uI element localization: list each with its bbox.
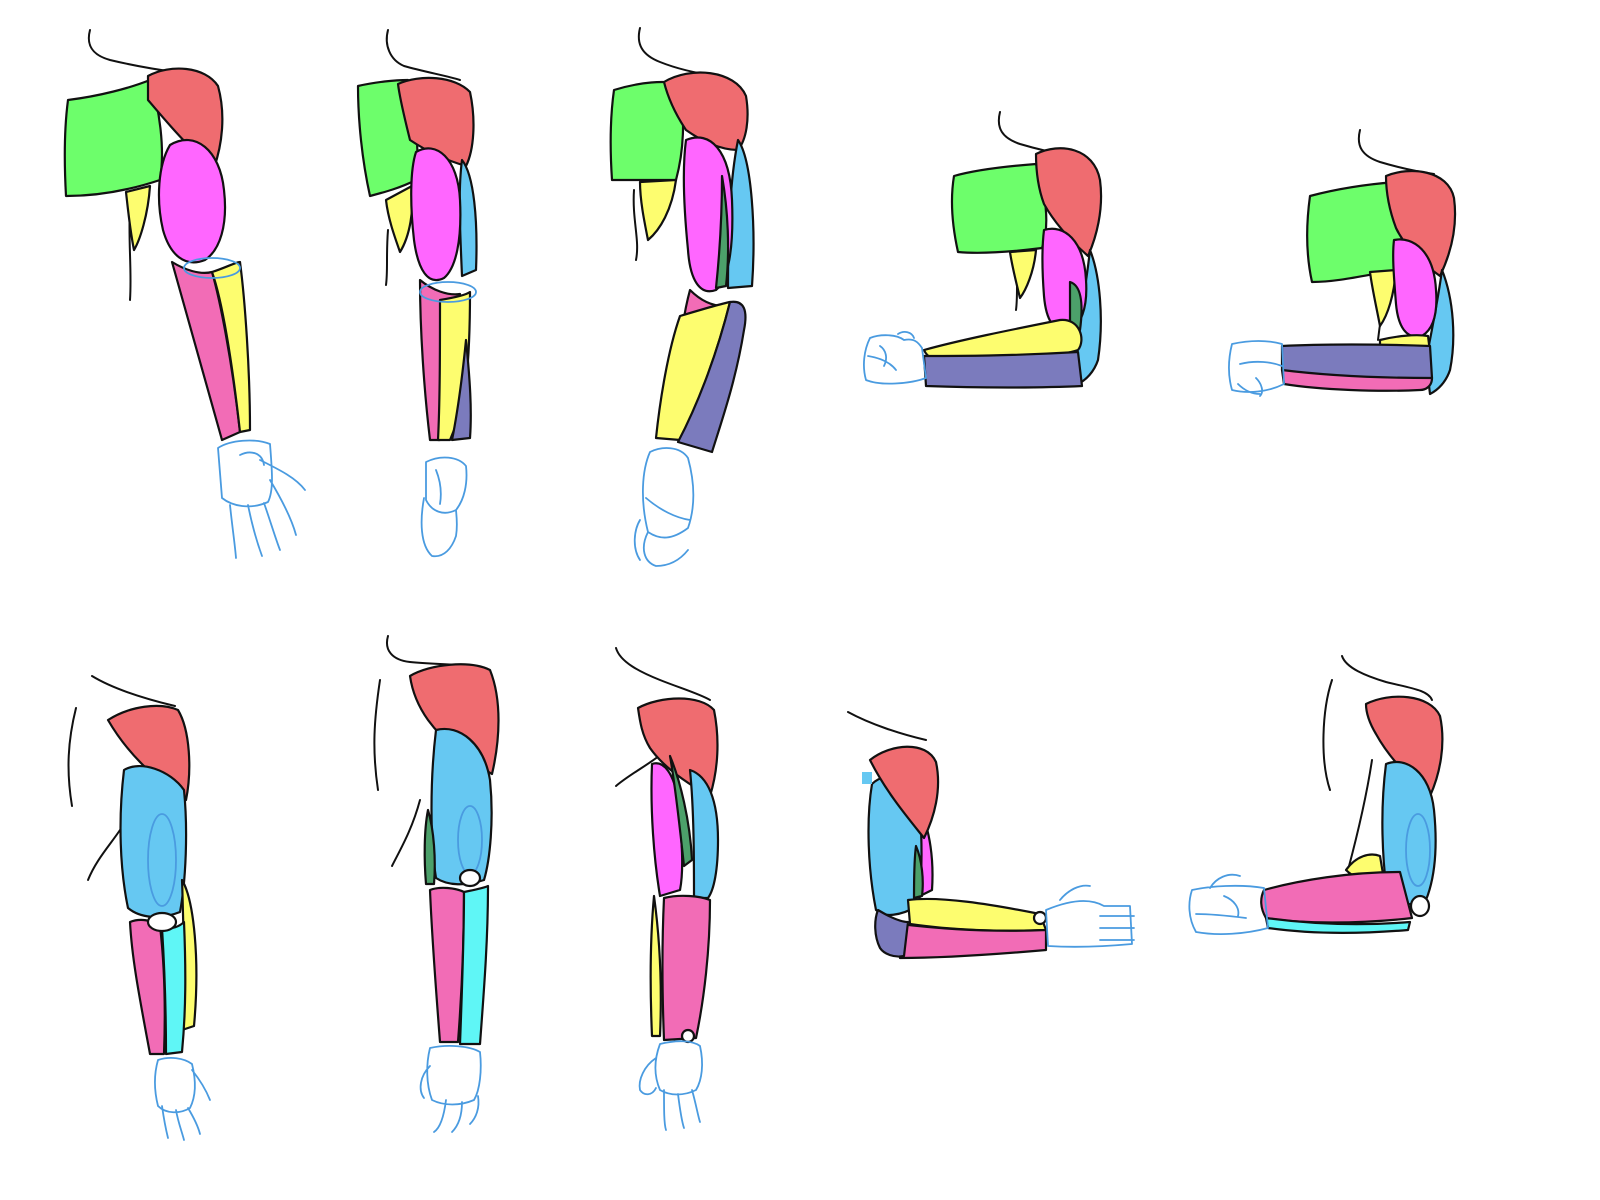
arm-back-straight-3 (615, 647, 720, 1131)
brachioradialis (649, 894, 662, 1038)
arm-front-bent-2 (1228, 129, 1457, 397)
deltoid-muscle (1034, 147, 1103, 258)
arm-back-straight-2 (373, 635, 500, 1133)
serratus-muscle (124, 184, 152, 252)
brachialis (423, 808, 436, 886)
hand-sketch (633, 447, 695, 567)
hand-sketch (1228, 340, 1285, 397)
triceps-muscle (430, 727, 493, 886)
biceps-muscle (157, 139, 227, 264)
arm-back-straight-1 (67, 675, 211, 1141)
hand-sketch (638, 1040, 703, 1131)
arm-front-straight-1 (63, 29, 306, 559)
ulna-line (1264, 916, 1412, 934)
forearm-flexors (1280, 368, 1434, 392)
hand-sketch (154, 1057, 211, 1141)
brachialis (912, 844, 924, 900)
deltoid-muscle (396, 76, 475, 168)
arm-front-straight-3 (609, 27, 755, 567)
deltoid-muscle (146, 67, 224, 170)
biceps-muscle (650, 762, 684, 898)
extensor-group (450, 338, 472, 442)
hand-sketch (1188, 873, 1269, 935)
forearm-extensors (898, 922, 1048, 960)
wrist-bone (1032, 910, 1048, 926)
deltoid-muscle (868, 745, 940, 840)
pectoral-muscle (950, 162, 1048, 254)
biceps-muscle (410, 147, 462, 281)
arm-back-bent-2 (1188, 655, 1444, 935)
elbow-joint-guide (183, 257, 241, 279)
elbow-olecranon (458, 868, 482, 888)
forearm-extensors (661, 894, 712, 1042)
hand-sketch (420, 456, 468, 558)
elbow-joint-guide (419, 281, 477, 303)
forearm-extensors (1260, 870, 1414, 924)
arm-front-bent-1 (863, 111, 1103, 389)
hand-sketch (217, 439, 306, 559)
serratus-muscle (1008, 248, 1038, 300)
serratus-muscle (638, 178, 678, 242)
brachialis (668, 754, 694, 868)
arm-front-straight-2 (356, 29, 478, 558)
extensor-group (922, 350, 1084, 389)
triceps-muscle (688, 768, 720, 900)
hand-sketch (419, 1045, 482, 1133)
wrist-bone (680, 1028, 696, 1044)
extensor-group (676, 300, 747, 454)
elbow-olecranon (146, 911, 178, 933)
humerus-guide (147, 813, 177, 907)
scapula-edge (862, 772, 872, 784)
humerus-guide (1405, 813, 1431, 887)
triceps-muscle (726, 138, 755, 290)
brachialis (714, 174, 730, 290)
hand-sketch (863, 331, 927, 385)
hand-sketch (1045, 884, 1135, 948)
arm-back-bent-1 (847, 711, 1135, 960)
ulna-line (160, 920, 187, 1056)
extensor-group (874, 908, 910, 958)
elbow-olecranon (1409, 894, 1431, 918)
triceps-muscle (119, 765, 188, 918)
ulna-line (458, 884, 490, 1046)
